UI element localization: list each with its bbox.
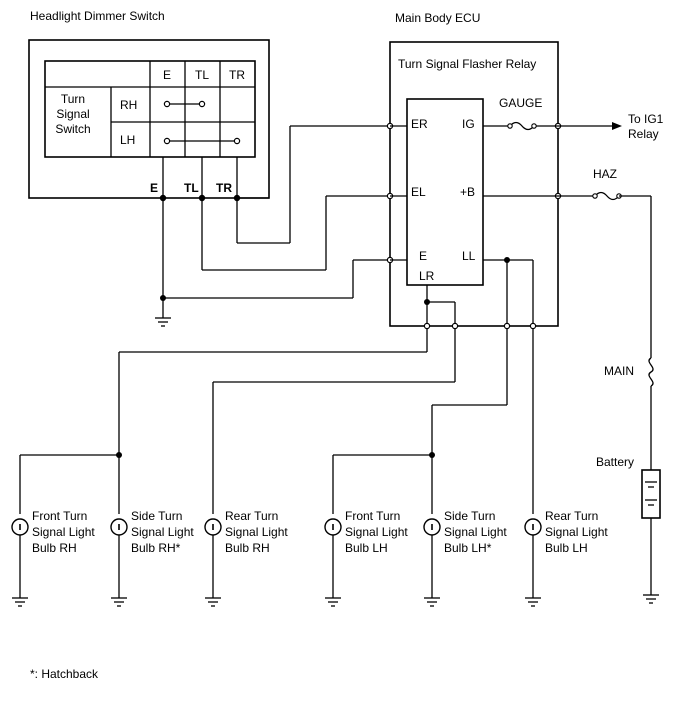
ig1-arrow-icon bbox=[612, 122, 622, 130]
bulb-label-front-rh-3: Bulb RH bbox=[32, 541, 77, 555]
relay-pin-ig: IG bbox=[462, 117, 475, 131]
footnote: *: Hatchback bbox=[30, 667, 99, 681]
battery-label: Battery bbox=[596, 455, 634, 469]
table-group-line-1: Turn bbox=[61, 92, 85, 106]
haz-fuse-symbol bbox=[594, 191, 620, 201]
main-body-ecu-box bbox=[389, 41, 559, 327]
relay-title: Turn Signal Flasher Relay bbox=[398, 57, 536, 71]
table-row-lh: LH bbox=[120, 133, 135, 147]
bulb-label-rear-lh-2: Signal Light bbox=[545, 525, 608, 539]
ig1-relay-line-1: To IG1 bbox=[628, 112, 664, 126]
relay-pin-lr: LR bbox=[419, 269, 435, 283]
battery-symbol bbox=[641, 469, 661, 519]
relay-pin-el: EL bbox=[411, 185, 426, 199]
bulb-label-side-rh-1: Side Turn bbox=[131, 509, 182, 523]
rh-lamp-wiring bbox=[19, 326, 456, 514]
bulb-label-front-lh-3: Bulb LH bbox=[345, 541, 388, 555]
bulb-label-side-lh-1: Side Turn bbox=[444, 509, 495, 523]
dimmer-switch-box bbox=[28, 39, 270, 199]
bulb-label-front-lh-2: Signal Light bbox=[345, 525, 408, 539]
main-fuse-symbol bbox=[648, 357, 654, 387]
power-wiring bbox=[558, 122, 661, 604]
table-group-line-3: Switch bbox=[55, 122, 90, 136]
bulb-label-side-lh-3: Bulb LH* bbox=[444, 541, 492, 555]
bulb-label-side-rh-3: Bulb RH* bbox=[131, 541, 181, 555]
relay-pin-er: ER bbox=[411, 117, 428, 131]
bulb-label-front-rh-1: Front Turn bbox=[32, 509, 87, 523]
bulb-label-rear-rh-2: Signal Light bbox=[225, 525, 288, 539]
table-col-tr: TR bbox=[229, 68, 245, 82]
bulb-label-front-rh-2: Signal Light bbox=[32, 525, 95, 539]
table-col-tl: TL bbox=[195, 68, 209, 82]
main-fuse-label: MAIN bbox=[604, 364, 634, 378]
switch-wiring bbox=[155, 125, 390, 327]
table-row-rh: RH bbox=[120, 98, 137, 112]
bulb-label-rear-lh-3: Bulb LH bbox=[545, 541, 588, 555]
bulb-label-rear-rh-3: Bulb RH bbox=[225, 541, 270, 555]
bulb-label-rear-rh-1: Rear Turn bbox=[225, 509, 278, 523]
relay-pin-e: E bbox=[419, 249, 427, 263]
gauge-fuse-symbol bbox=[509, 121, 535, 131]
switch-pin-tr: TR bbox=[216, 181, 232, 195]
ecu-title: Main Body ECU bbox=[395, 11, 480, 25]
relay-pin-b: +B bbox=[460, 185, 475, 199]
flasher-relay-box bbox=[406, 98, 484, 286]
bulb-label-rear-lh-1: Rear Turn bbox=[545, 509, 598, 523]
bulb-label-side-rh-2: Signal Light bbox=[131, 525, 194, 539]
relay-pin-ll: LL bbox=[462, 249, 476, 263]
bulb-label-front-lh-1: Front Turn bbox=[345, 509, 400, 523]
table-col-e: E bbox=[163, 68, 171, 82]
bulb-label-side-lh-2: Signal Light bbox=[444, 525, 507, 539]
switch-title: Headlight Dimmer Switch bbox=[30, 9, 165, 23]
relay-internal-wiring bbox=[390, 121, 558, 326]
table-group-line-2: Signal bbox=[56, 107, 89, 121]
switch-pin-e: E bbox=[150, 181, 158, 195]
ig1-relay-line-2: Relay bbox=[628, 127, 659, 141]
haz-fuse-label: HAZ bbox=[593, 167, 617, 181]
switch-pin-tl: TL bbox=[184, 181, 199, 195]
switch-table: E TL TR Turn Signal Switch RH LH bbox=[44, 60, 256, 158]
gauge-fuse-label: GAUGE bbox=[499, 96, 542, 110]
lh-lamp-wiring bbox=[332, 326, 534, 514]
